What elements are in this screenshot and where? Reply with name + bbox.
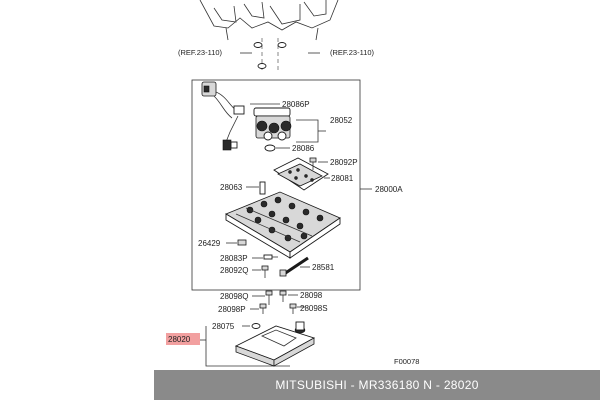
o-ring-28075-icon bbox=[251, 323, 261, 329]
label-28581: 28581 bbox=[312, 263, 335, 272]
reference-callouts: (REF.23-110) (REF.23-110) bbox=[178, 38, 375, 70]
solenoid-harness bbox=[201, 81, 245, 151]
label-28020: 28020 bbox=[168, 335, 191, 344]
bolt-28098Q-icon bbox=[265, 290, 273, 305]
solenoid-valves bbox=[253, 107, 292, 141]
ref-right-label: (REF.23-110) bbox=[330, 48, 375, 57]
bolt-28092Q-icon bbox=[261, 265, 269, 278]
label-28098S: 28098S bbox=[300, 304, 328, 313]
oil-strainer bbox=[234, 321, 316, 367]
ref-left-label: (REF.23-110) bbox=[178, 48, 223, 57]
rod-28581-icon bbox=[279, 256, 309, 277]
bolt-28098-icon bbox=[279, 290, 287, 302]
ring-left-icon bbox=[253, 42, 263, 48]
parts-diagram: (REF.23-110) (REF.23-110) 28000A 28086P bbox=[166, 0, 419, 367]
label-26429: 26429 bbox=[198, 239, 221, 248]
part-26429-icon bbox=[237, 239, 247, 246]
label-28000A: 28000A bbox=[375, 185, 403, 194]
label-28083P: 28083P bbox=[220, 254, 248, 263]
label-28075: 28075 bbox=[212, 322, 235, 331]
label-28063: 28063 bbox=[220, 183, 243, 192]
bolt-28098P-icon bbox=[259, 303, 267, 314]
ring-right-icon bbox=[277, 42, 287, 48]
label-28092Q: 28092Q bbox=[220, 266, 248, 275]
plug-28083P-icon bbox=[263, 254, 278, 260]
transmission-case bbox=[199, 0, 339, 41]
pin-28063-icon bbox=[259, 181, 266, 195]
footer-bar: MITSUBISHI - MR336180 N - 28020 bbox=[154, 370, 600, 400]
bolt-28092P-icon bbox=[309, 157, 317, 170]
valve-body-assembly-frame bbox=[191, 79, 361, 291]
separator-plate bbox=[273, 157, 329, 191]
ring-lower-icon bbox=[257, 63, 267, 69]
label-28098: 28098 bbox=[300, 291, 323, 300]
label-28098Q: 28098Q bbox=[220, 292, 248, 301]
label-28092P: 28092P bbox=[330, 158, 358, 167]
o-ring-icon bbox=[264, 144, 276, 152]
bolt-28098S-icon bbox=[289, 303, 297, 314]
valve-body bbox=[225, 191, 341, 259]
label-28086: 28086 bbox=[292, 144, 315, 153]
label-28098P: 28098P bbox=[218, 305, 246, 314]
label-28086P: 28086P bbox=[282, 100, 310, 109]
label-28052: 28052 bbox=[330, 116, 353, 125]
footer-caption: MITSUBISHI - MR336180 N - 28020 bbox=[275, 378, 479, 392]
highlight-28020 bbox=[166, 333, 200, 345]
label-28081: 28081 bbox=[331, 174, 354, 183]
figure-code: F00078 bbox=[394, 357, 419, 366]
